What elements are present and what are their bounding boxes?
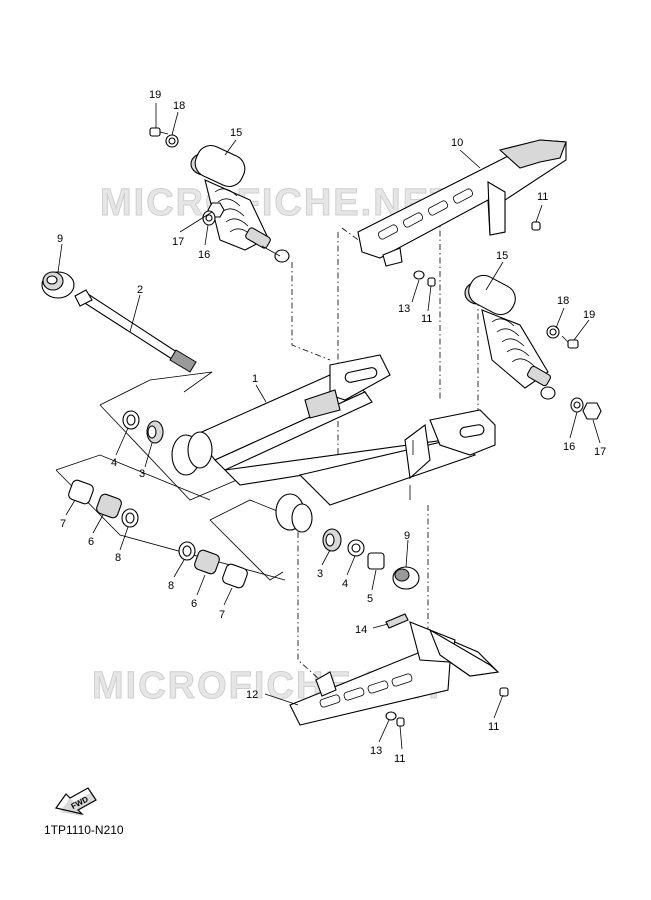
callout-leaders (57, 103, 601, 750)
rear-shock-left (190, 144, 290, 263)
callout-13: 13 (398, 303, 410, 315)
callout-4: 4 (342, 578, 348, 590)
callout-17: 17 (594, 446, 606, 458)
callout-19: 19 (149, 89, 161, 101)
callout-19: 19 (583, 309, 595, 321)
callout-2: 2 (137, 284, 143, 296)
watermark-top: MICROFICHE.NET (100, 182, 455, 224)
bracket-outlines (55, 371, 286, 581)
callout-18: 18 (173, 100, 185, 112)
callout-7: 7 (219, 609, 225, 621)
top-left-hardware (149, 127, 225, 226)
callout-18: 18 (557, 295, 569, 307)
callout-9: 9 (404, 530, 410, 542)
rear-shock-right (464, 274, 556, 400)
right-bushings (178, 528, 385, 589)
callout-12: 12 (246, 689, 258, 701)
callout-13: 13 (370, 745, 382, 757)
right-hardware (546, 325, 602, 420)
callout-9: 9 (57, 233, 63, 245)
callout-4: 4 (111, 457, 117, 469)
callout-15: 15 (496, 250, 508, 262)
callout-16: 16 (563, 441, 575, 453)
callout-6: 6 (88, 536, 94, 548)
callout-10: 10 (451, 137, 463, 149)
callout-11: 11 (421, 313, 432, 325)
callout-8: 8 (115, 552, 121, 564)
callout-11: 11 (488, 721, 499, 733)
callout-3: 3 (139, 468, 145, 480)
callout-11: 11 (394, 753, 405, 765)
callout-numbers: 19 18 15 17 16 10 11 9 2 13 11 15 18 19 … (57, 89, 606, 765)
callout-6: 6 (191, 598, 197, 610)
callout-11: 11 (537, 191, 548, 203)
swingarm (171, 354, 496, 533)
callout-1: 1 (252, 373, 258, 385)
callout-16: 16 (198, 249, 210, 261)
callout-3: 3 (317, 568, 323, 580)
callout-7: 7 (60, 518, 66, 530)
callout-15: 15 (230, 127, 242, 139)
callout-14: 14 (355, 624, 367, 636)
callout-8: 8 (168, 580, 174, 592)
diagram-code: 1TP1110-N210 (44, 823, 124, 837)
nut-right (392, 566, 420, 590)
nut-top (41, 271, 75, 299)
fwd-arrow-icon: FWD (54, 787, 97, 816)
callout-17: 17 (172, 236, 184, 248)
caution-label (385, 613, 409, 629)
pivot-shaft (74, 289, 197, 373)
chain-guard-upper (357, 139, 567, 287)
chain-guard-lower (289, 621, 509, 727)
left-bushings (68, 410, 164, 528)
callout-5: 5 (367, 593, 373, 605)
